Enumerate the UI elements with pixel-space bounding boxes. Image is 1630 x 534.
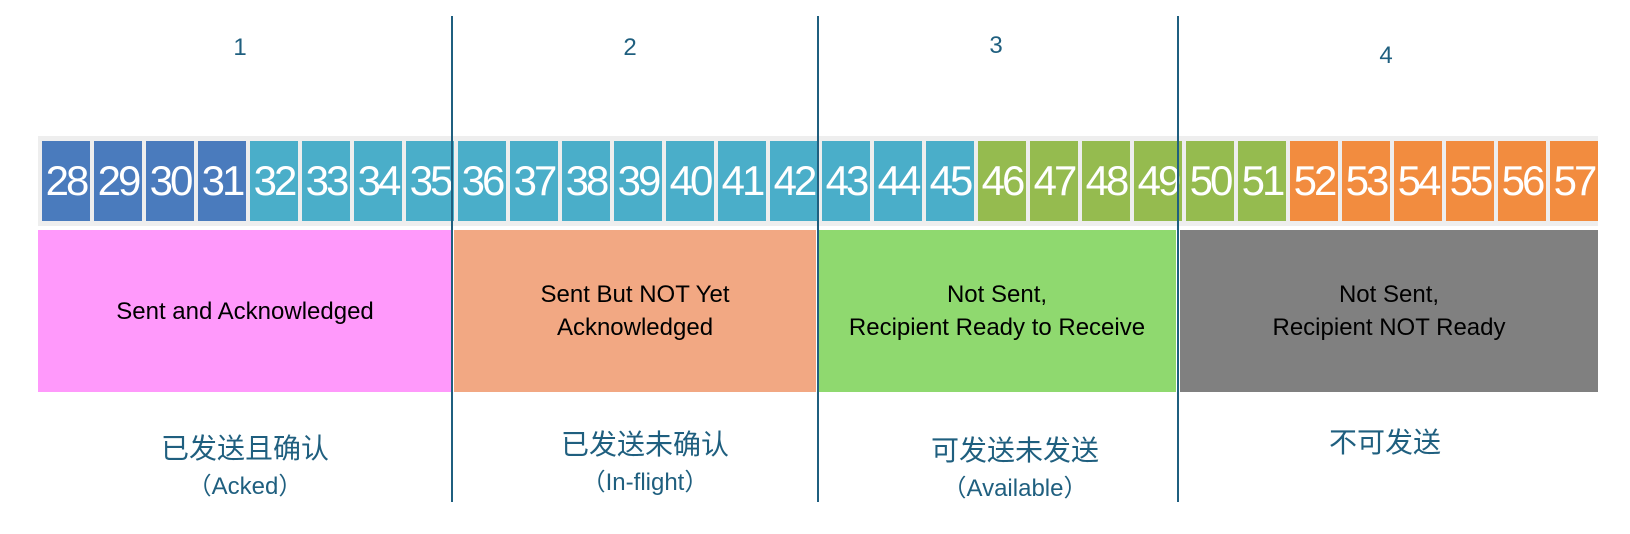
sequence-number-45: 45 — [926, 141, 974, 221]
state-block-in-flight: Sent But NOT Yet Acknowledged — [454, 230, 816, 392]
state-line: Not Sent, — [1338, 281, 1440, 308]
sequence-number-32: 32 — [250, 141, 298, 221]
caption-en: （Available） — [942, 475, 1088, 502]
sequence-number-43: 43 — [822, 141, 870, 221]
sequence-number-30: 30 — [146, 141, 194, 221]
sequence-number-33: 33 — [302, 141, 350, 221]
caption-in-flight: 已发送未确认 （In-flight） — [460, 426, 830, 502]
sequence-number-44: 44 — [874, 141, 922, 221]
sequence-number-41: 41 — [718, 141, 766, 221]
sequence-number-37: 37 — [510, 141, 558, 221]
caption-en: （In-flight） — [581, 469, 709, 496]
sequence-number-49: 49 — [1134, 141, 1182, 221]
caption-cn: 已发送未确认 — [560, 428, 729, 461]
state-line: Recipient Ready to Receive — [848, 314, 1146, 341]
sequence-number-34: 34 — [354, 141, 402, 221]
sequence-number-48: 48 — [1082, 141, 1130, 221]
region-number-1: 1 — [233, 34, 247, 61]
state-line: Sent and Acknowledged — [116, 297, 374, 325]
region-number-3: 3 — [989, 32, 1003, 59]
sequence-number-29: 29 — [94, 141, 142, 221]
caption-acked: 已发送且确认 （Acked） — [60, 430, 430, 506]
state-line: Recipient NOT Ready — [1272, 314, 1506, 341]
sequence-number-53: 53 — [1342, 141, 1390, 221]
divider-line — [817, 16, 819, 502]
state-block-not-ready: Not Sent, Recipient NOT Ready — [1180, 230, 1598, 392]
sequence-number-39: 39 — [614, 141, 662, 221]
sequence-number-50: 50 — [1186, 141, 1234, 221]
sequence-number-56: 56 — [1498, 141, 1546, 221]
sequence-number-46: 46 — [978, 141, 1026, 221]
sequence-number-28: 28 — [42, 141, 90, 221]
state-line: Not Sent, — [946, 281, 1048, 308]
state-block-acked: Sent and Acknowledged — [38, 230, 452, 392]
caption-not-ready: 不可发送 — [1200, 424, 1570, 462]
sequence-number-57: 57 — [1550, 141, 1598, 221]
state-line: Acknowledged — [556, 314, 714, 341]
state-line: Sent But NOT Yet — [540, 281, 730, 308]
sequence-number-47: 47 — [1030, 141, 1078, 221]
sequence-number-40: 40 — [666, 141, 714, 221]
caption-cn: 不可发送 — [1328, 426, 1441, 459]
caption-cn: 已发送且确认 — [160, 432, 329, 465]
caption-cn: 可发送未发送 — [930, 434, 1099, 467]
caption-en: （Acked） — [187, 473, 303, 500]
sequence-number-36: 36 — [458, 141, 506, 221]
sequence-number-52: 52 — [1290, 141, 1338, 221]
divider-line — [451, 16, 453, 502]
state-block-available: Not Sent, Recipient Ready to Receive — [818, 230, 1176, 392]
sequence-number-35: 35 — [406, 141, 454, 221]
divider-line — [1177, 16, 1179, 502]
sequence-number-51: 51 — [1238, 141, 1286, 221]
sequence-number-55: 55 — [1446, 141, 1494, 221]
sequence-number-54: 54 — [1394, 141, 1442, 221]
region-number-2: 2 — [623, 34, 637, 61]
sequence-number-42: 42 — [770, 141, 818, 221]
sequence-number-38: 38 — [562, 141, 610, 221]
caption-available: 可发送未发送 （Available） — [830, 432, 1200, 508]
sequence-number-31: 31 — [198, 141, 246, 221]
region-number-4: 4 — [1379, 42, 1393, 69]
